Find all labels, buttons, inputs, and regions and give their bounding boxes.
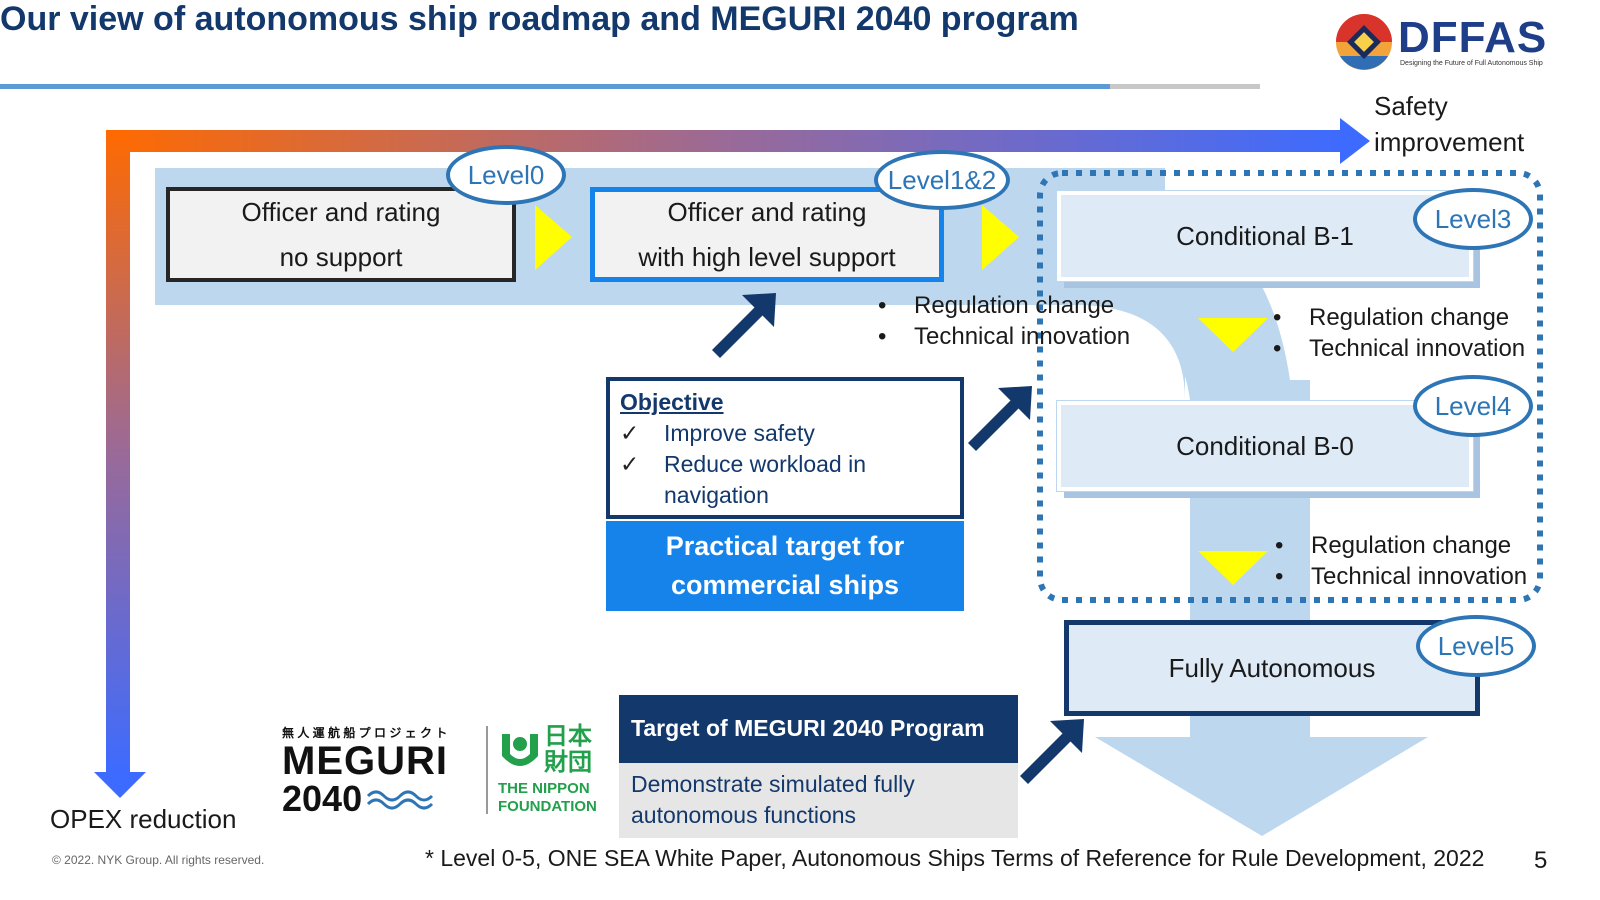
stage-level0-line2: no support <box>279 241 403 272</box>
copyright: © 2022. NYK Group. All rights reserved. <box>52 853 265 867</box>
safety-axis-arrowhead <box>1340 118 1370 164</box>
stage-level0-line1: Officer and rating <box>241 196 441 227</box>
objective-item: navigation <box>664 482 769 508</box>
opex-label: OPEX reduction <box>50 804 237 834</box>
check-icon: ✓ <box>620 420 640 446</box>
stage-level12-box: Officer and rating with high level suppo… <box>590 187 944 282</box>
title-underline-blue <box>0 84 1110 89</box>
meguri-target-line2: autonomous functions <box>631 802 857 828</box>
diag-arrow-3 <box>1020 719 1084 784</box>
level5-badge: Level5 <box>1416 615 1536 677</box>
nippon-en-line2: FOUNDATION <box>498 798 597 815</box>
logo-divider <box>486 726 488 814</box>
opex-axis <box>106 130 130 775</box>
safety-label-line2: improvement <box>1374 127 1525 157</box>
conditions-c: •Regulation change •Technical innovation <box>1275 530 1527 592</box>
meguri-logo: 無 人 運 航 船 プ ロ ジ ェ ク ト MEGURI 2040 <box>282 724 482 819</box>
level4-badge: Level4 <box>1413 375 1533 437</box>
footnote: * Level 0-5, ONE SEA White Paper, Autono… <box>425 845 1485 871</box>
page-number: 5 <box>1534 847 1548 874</box>
conditions-a-item: •Technical innovation <box>878 323 1131 350</box>
title-underline-grey <box>1110 84 1260 89</box>
meguri-target-heading: Target of MEGURI 2040 Program <box>619 695 1018 763</box>
objective-item: ✓ Reduce workload in <box>620 449 950 480</box>
diag-arrow-1 <box>712 293 776 358</box>
meguri-target-line1: Demonstrate simulated fully <box>631 771 915 797</box>
conditions-c-item: •Regulation change <box>1275 532 1512 559</box>
nippon-foundation-logo: 日本 財団 THE NIPPON FOUNDATION <box>496 724 606 819</box>
meguri-target-body: Demonstrate simulated fully autonomous f… <box>619 763 1018 838</box>
wave-icon <box>367 790 434 810</box>
level12-badge: Level1&2 <box>874 150 1010 210</box>
safety-label: Safety improvement <box>1374 88 1524 160</box>
yellow-arrow-4 <box>1198 551 1268 585</box>
dotted-frame <box>1037 170 1543 603</box>
yellow-arrow-2 <box>982 205 1019 270</box>
stage-level4-box: Conditional B-0 <box>1056 400 1474 492</box>
diag-arrow-2 <box>968 386 1032 451</box>
conditions-b-item: •Regulation change <box>1273 304 1510 331</box>
conditions-c-item: •Technical innovation <box>1275 563 1528 590</box>
nippon-jp-line1: 日本 <box>544 723 592 750</box>
nippon-foundation-emblem-icon <box>502 734 538 766</box>
dffas-emblem-icon <box>1336 14 1392 70</box>
objective-heading: Objective <box>620 389 724 415</box>
stage-level3-box: Conditional B-1 <box>1056 190 1474 282</box>
objective-item: ✓ Improve safety <box>620 418 950 449</box>
stage-level5-box: Fully Autonomous <box>1064 620 1480 716</box>
conditions-a: •Regulation change •Technical innovation <box>878 290 1130 352</box>
conditions-b-item: •Technical innovation <box>1273 335 1526 362</box>
practical-target-banner: Practical target for commercial ships <box>606 521 964 611</box>
yellow-arrow-3 <box>1198 318 1268 352</box>
conditions-a-item: •Regulation change <box>878 292 1115 319</box>
stage-level0-box: Officer and rating no support <box>166 187 516 282</box>
dffas-logo: DFFAS Designing the Future of Full Auton… <box>1334 12 1564 74</box>
stage-level12-line1: Officer and rating <box>667 196 867 227</box>
dffas-wordmark: DFFAS <box>1398 13 1548 62</box>
safety-label-line1: Safety <box>1374 91 1448 121</box>
opex-axis-arrowhead <box>94 772 146 798</box>
conditions-b: •Regulation change •Technical innovation <box>1273 302 1525 364</box>
stage-level12-line2: with high level support <box>638 241 896 272</box>
check-icon: ✓ <box>620 451 640 477</box>
level0-badge: Level0 <box>446 145 566 205</box>
safety-axis <box>106 130 1346 152</box>
nippon-jp-line2: 財団 <box>544 749 592 776</box>
down-band-arrowhead <box>1095 737 1428 836</box>
yellow-arrow-1 <box>535 205 572 270</box>
nippon-en-line1: THE NIPPON <box>498 780 590 797</box>
level3-badge: Level3 <box>1413 188 1533 250</box>
practical-target-line2: commercial ships <box>670 570 900 600</box>
dffas-tagline: Designing the Future of Full Autonomous … <box>1400 60 1543 67</box>
page-title: Our view of autonomous ship roadmap and … <box>0 0 1079 38</box>
meguri-name: MEGURI <box>282 739 448 783</box>
meguri-japanese: 無 人 運 航 船 プ ロ ジ ェ ク ト <box>282 726 448 740</box>
meguri-year: 2040 <box>282 778 363 819</box>
practical-target-line1: Practical target for <box>665 531 905 561</box>
objective-panel: Objective ✓ Improve safety ✓ Reduce work… <box>606 377 964 519</box>
